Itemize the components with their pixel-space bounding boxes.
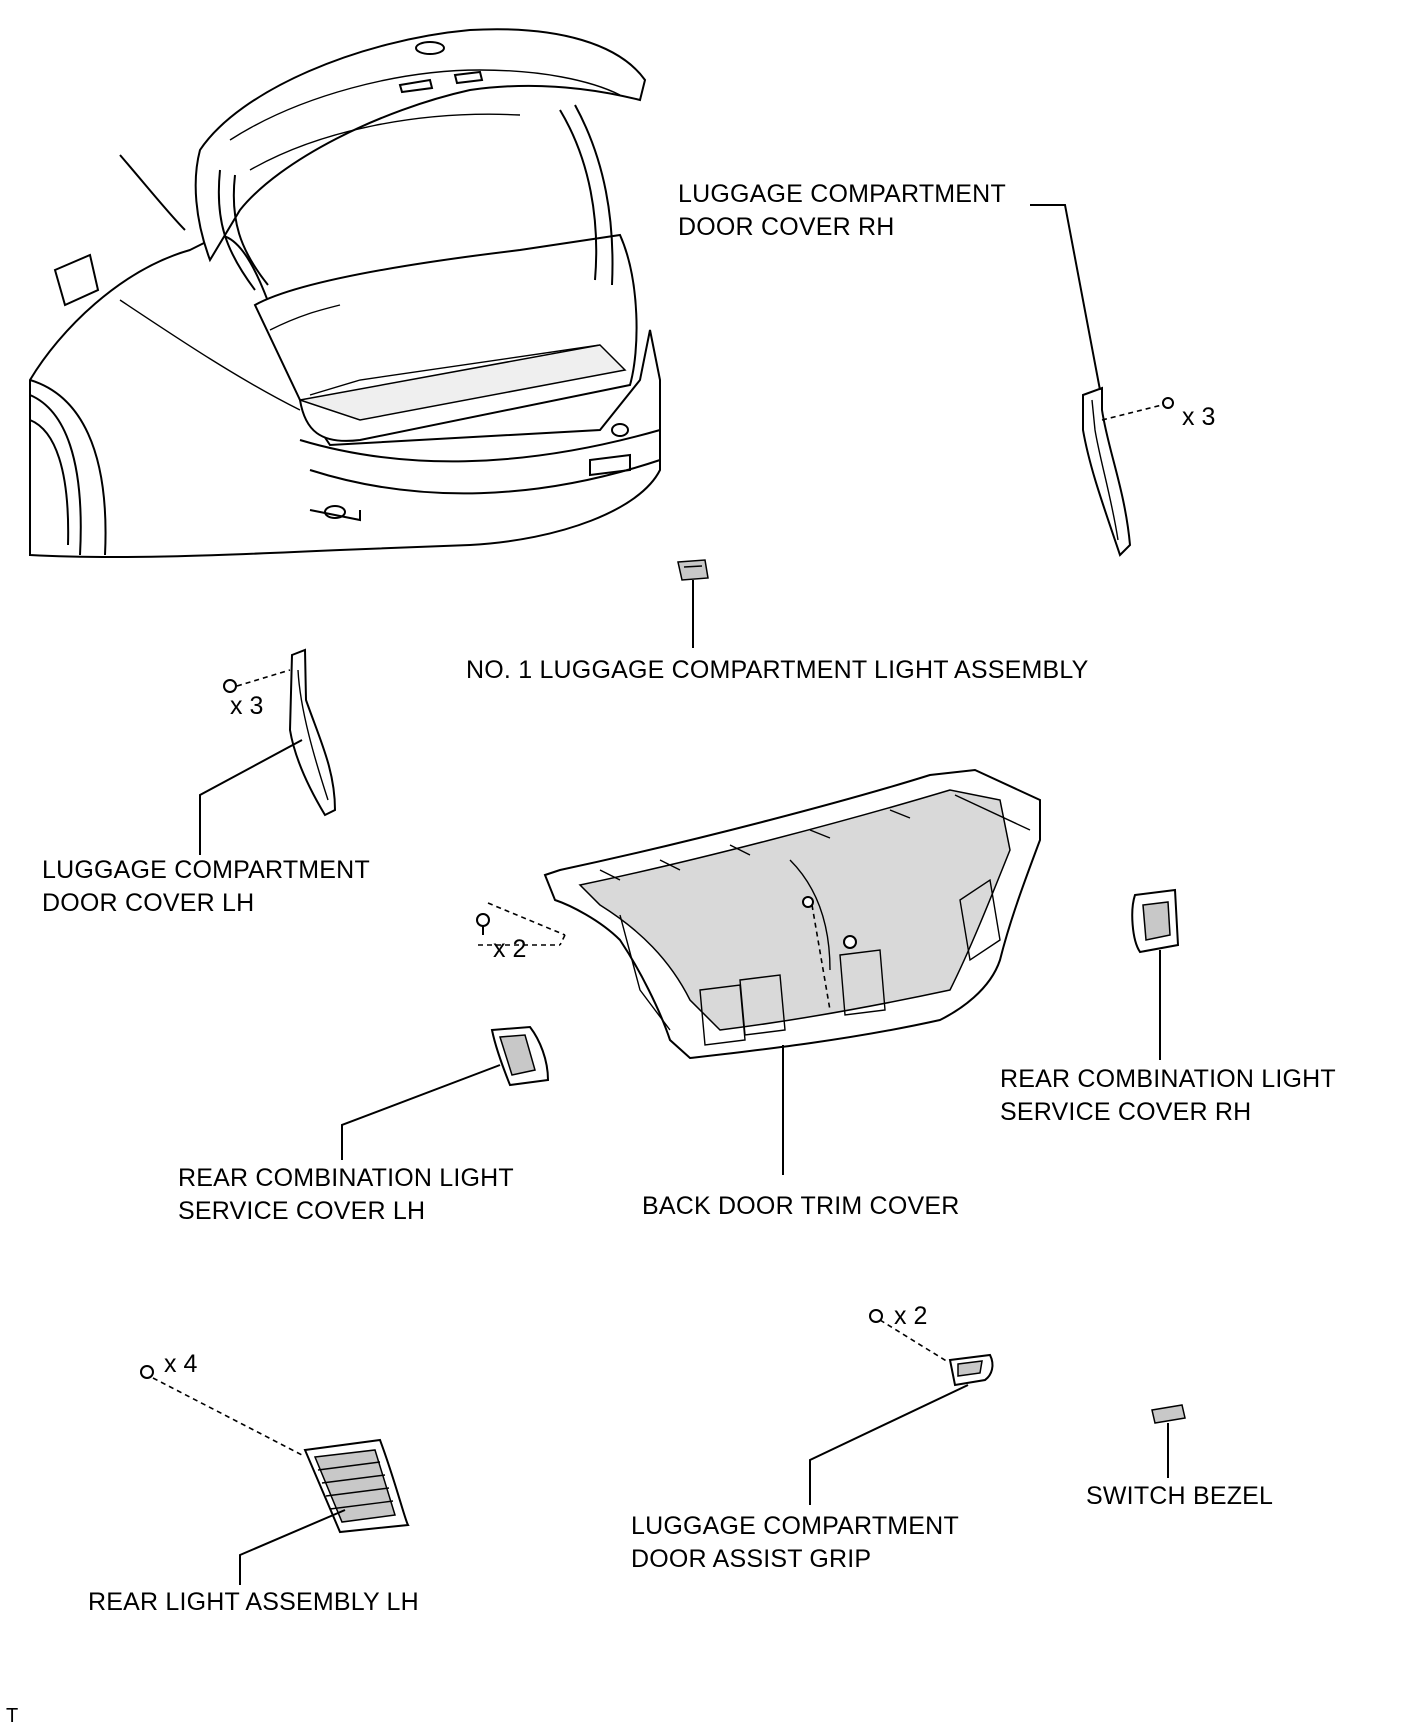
label-switch-bezel: SWITCH BEZEL [1086, 1482, 1274, 1510]
label-rear-combo-cover-rh: REAR COMBINATION LIGHT SERVICE COVER RH [1000, 1063, 1336, 1129]
label-door-cover-lh-line2: DOOR COVER LH [42, 889, 255, 917]
clip-rh [1162, 397, 1174, 409]
qty-trim-cover-clips: x 2 [493, 935, 527, 963]
door-cover-rh-part [1030, 204, 1174, 557]
qty-assist-grip-bolts: x 2 [894, 1302, 928, 1330]
label-door-cover-rh-line2: DOOR COVER RH [678, 213, 895, 241]
label-assist-grip-line1: LUGGAGE COMPARTMENT [631, 1512, 959, 1540]
luggage-light-part [677, 559, 709, 648]
clip-lh [223, 679, 237, 693]
qty-door-cover-rh-clips: x 3 [1182, 403, 1216, 431]
label-assist-grip: LUGGAGE COMPARTMENT DOOR ASSIST GRIP [631, 1510, 959, 1576]
label-rear-light-lh: REAR LIGHT ASSEMBLY LH [88, 1588, 419, 1616]
label-door-cover-lh-line1: LUGGAGE COMPARTMENT [42, 856, 370, 884]
back-door-trim-cover-part [476, 768, 1041, 1175]
figure-code: T [6, 1705, 19, 1727]
trim-clip [476, 913, 490, 927]
grip-bolt [869, 1309, 883, 1323]
label-door-cover-lh: LUGGAGE COMPARTMENT DOOR COVER LH [42, 854, 370, 920]
vehicle-rear-illustration [29, 28, 661, 559]
rear-combo-cover-lh-part [341, 1025, 550, 1160]
rear-light-lh-part [140, 1365, 410, 1585]
label-assist-grip-line2: DOOR ASSIST GRIP [631, 1545, 872, 1573]
assist-grip-part [809, 1309, 994, 1505]
label-back-door-trim-cover: BACK DOOR TRIM COVER [642, 1192, 960, 1220]
qty-rear-light-nuts: x 4 [164, 1350, 198, 1378]
label-rear-combo-cover-rh-line2: SERVICE COVER RH [1000, 1098, 1252, 1126]
label-door-cover-rh: LUGGAGE COMPARTMENT DOOR COVER RH [678, 178, 1006, 244]
rear-combo-cover-rh-part [1131, 888, 1180, 1060]
label-door-cover-rh-line1: LUGGAGE COMPARTMENT [678, 180, 1006, 208]
label-rear-combo-cover-lh-line1: REAR COMBINATION LIGHT [178, 1164, 514, 1192]
door-cover-lh-part [199, 648, 337, 855]
label-rear-combo-cover-rh-line1: REAR COMBINATION LIGHT [1000, 1065, 1336, 1093]
switch-bezel-part [1151, 1404, 1186, 1478]
label-rear-combo-cover-lh: REAR COMBINATION LIGHT SERVICE COVER LH [178, 1162, 514, 1228]
label-light-assembly-no1: NO. 1 LUGGAGE COMPARTMENT LIGHT ASSEMBLY [466, 656, 1089, 684]
qty-door-cover-lh-clips: x 3 [230, 692, 264, 720]
label-rear-combo-cover-lh-line2: SERVICE COVER LH [178, 1197, 426, 1225]
rear-light-nut [140, 1365, 154, 1379]
